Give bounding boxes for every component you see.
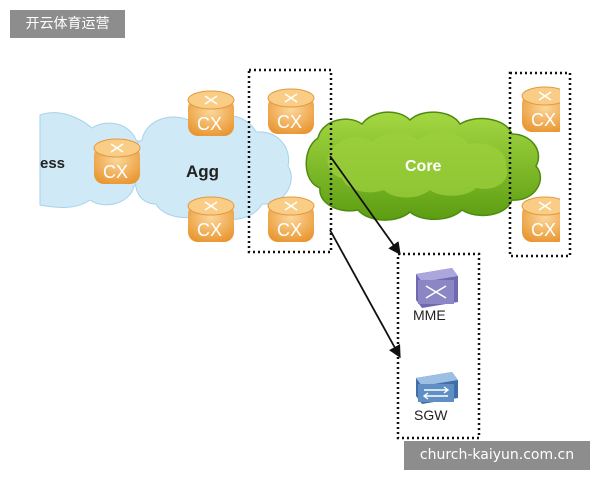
router-access: CX — [93, 138, 141, 184]
router-label: CX — [531, 220, 556, 240]
sgw-server: SGW — [414, 372, 458, 423]
router-right-top: CX — [521, 86, 560, 132]
core-cloud: Core — [305, 111, 542, 221]
router-label: CX — [277, 220, 302, 240]
core-cloud-label: Core — [405, 158, 442, 175]
router-label: CX — [103, 162, 128, 182]
router-label: CX — [197, 220, 222, 240]
router-label: CX — [197, 114, 222, 134]
router-edge-top: CX — [267, 88, 315, 134]
router-agg-top: CX — [187, 90, 235, 136]
mme-server: MME — [413, 268, 458, 323]
sgw-label: SGW — [414, 407, 448, 423]
epc-server-box — [396, 252, 481, 440]
top-badge: 开云体育运营 — [10, 10, 125, 38]
cx-group-box — [247, 68, 333, 254]
router-label: CX — [277, 112, 302, 132]
router-right-bottom: CX — [521, 196, 560, 242]
mme-label: MME — [413, 307, 446, 323]
router-agg-bottom: CX — [187, 196, 235, 242]
aggregation-cloud-label: Agg — [186, 162, 219, 181]
sgw-icon — [418, 384, 454, 402]
arrow-to-sgw — [329, 229, 401, 359]
access-cloud-label: ess — [40, 155, 65, 172]
right-cx-group-box — [508, 71, 572, 258]
arrow-to-mme — [329, 155, 401, 256]
right-router-column: CX CX — [521, 86, 560, 242]
router-label: CX — [531, 110, 556, 130]
router-edge-bottom: CX — [267, 196, 315, 242]
watermark: church-kaiyun.com.cn — [404, 441, 590, 470]
